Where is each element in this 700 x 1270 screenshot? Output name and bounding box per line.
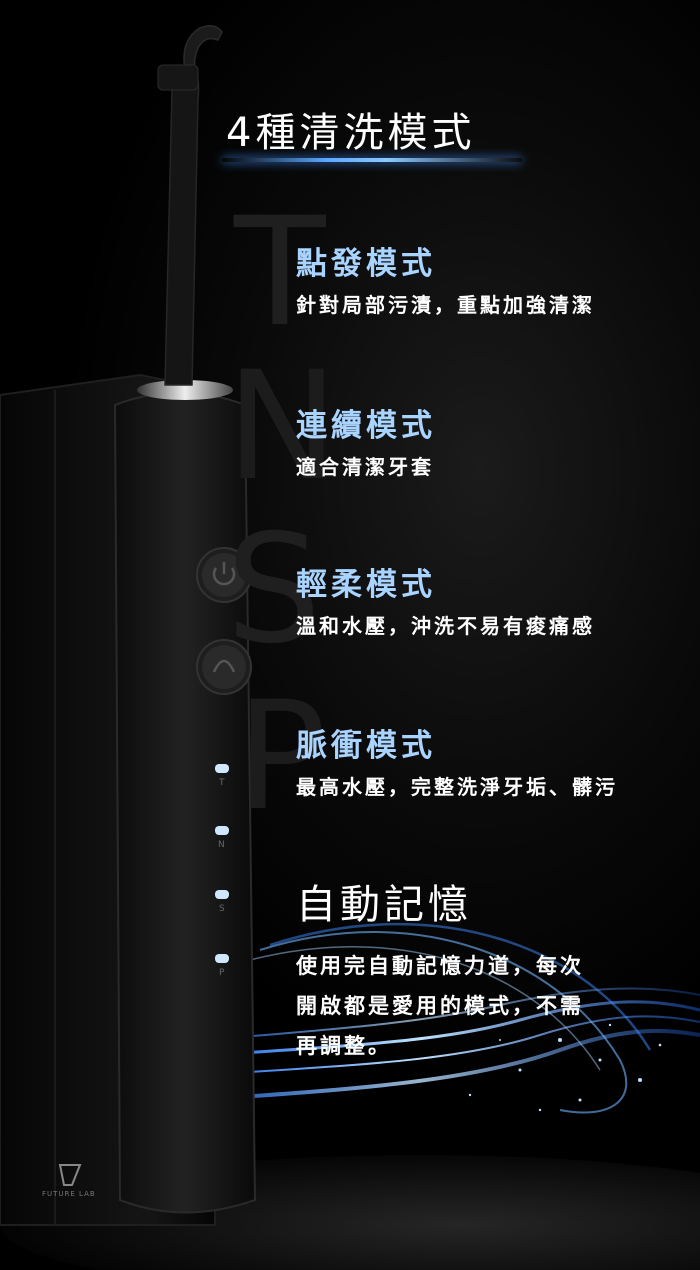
mode-item-soft: 輕柔模式 溫和水壓，沖洗不易有痠痛感	[296, 565, 595, 641]
indicator-label-n: N	[218, 840, 225, 850]
letter-t-graphic: T	[234, 186, 326, 360]
mode-item-spot: 點發模式 針對局部污漬，重點加強清潔	[296, 244, 595, 320]
memory-title: 自動記憶	[296, 882, 472, 928]
letter-p-graphic: P	[236, 670, 327, 844]
mode-desc: 針對局部污漬，重點加強清潔	[296, 293, 595, 317]
indicator-label-s: S	[219, 904, 225, 914]
letter-n-graphic: N	[226, 340, 339, 514]
mode-title: 連續模式	[296, 408, 436, 444]
mode-item-pulse: 脈衝模式 最高水壓，完整洗淨牙垢、髒污	[296, 726, 618, 802]
indicator-label-t: T	[219, 778, 225, 788]
auto-memory-section: 自動記憶 使用完自動記憶力道，每次 開啟都是愛用的模式，不需 再調整。	[296, 880, 676, 1066]
brand-label: FUTURE LAB	[42, 1190, 96, 1198]
mode-item-continuous: 連續模式 適合清潔牙套	[296, 406, 436, 482]
mode-title: 脈衝模式	[296, 728, 436, 764]
page-title: 4種清洗模式	[226, 110, 476, 156]
memory-desc: 使用完自動記憶力道，每次 開啟都是愛用的模式，不需 再調整。	[296, 954, 584, 1058]
mode-desc: 溫和水壓，沖洗不易有痠痛感	[296, 614, 595, 638]
mode-title: 輕柔模式	[296, 567, 436, 603]
indicator-label-p: P	[219, 968, 225, 978]
mode-desc: 最高水壓，完整洗淨牙垢、髒污	[296, 775, 618, 799]
letter-s-graphic: S	[226, 503, 322, 677]
mode-desc: 適合清潔牙套	[296, 455, 434, 479]
heading-underline	[222, 158, 522, 162]
mode-title: 點發模式	[296, 246, 436, 282]
